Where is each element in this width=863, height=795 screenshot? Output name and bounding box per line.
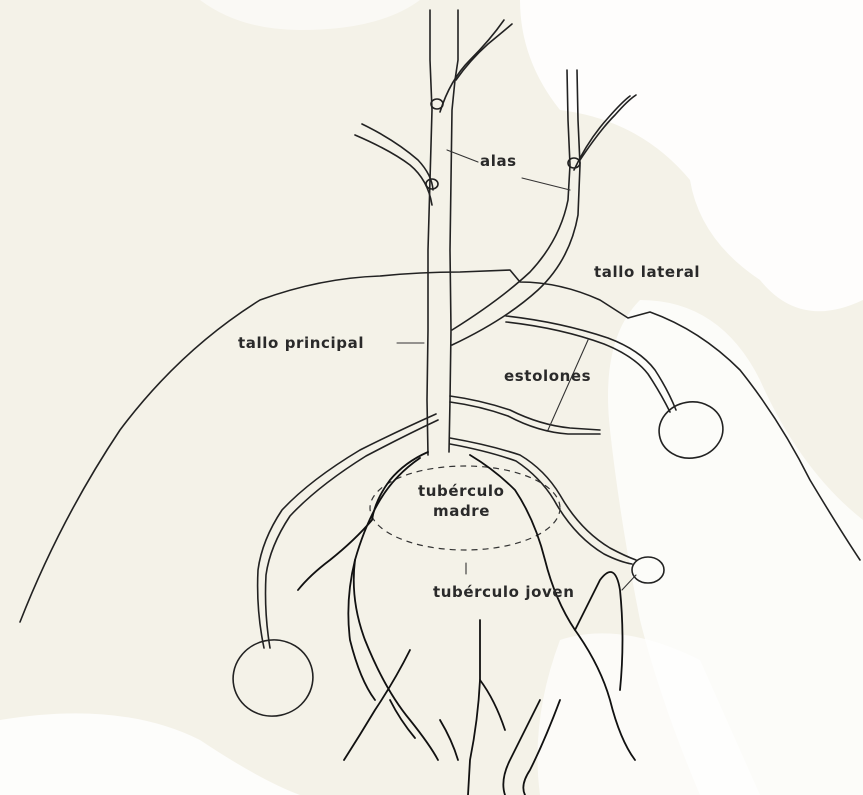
label-tuberculo-madre-line2: madre: [433, 502, 490, 520]
label-tuberculo-madre-line1: tubérculo: [418, 482, 505, 500]
label-tallo-lateral: tallo lateral: [594, 263, 700, 281]
label-tallo-principal: tallo principal: [238, 334, 364, 352]
label-estolones: estolones: [504, 367, 591, 385]
label-alas: alas: [480, 152, 517, 170]
label-tuberculo-joven: tubérculo joven: [433, 583, 574, 601]
